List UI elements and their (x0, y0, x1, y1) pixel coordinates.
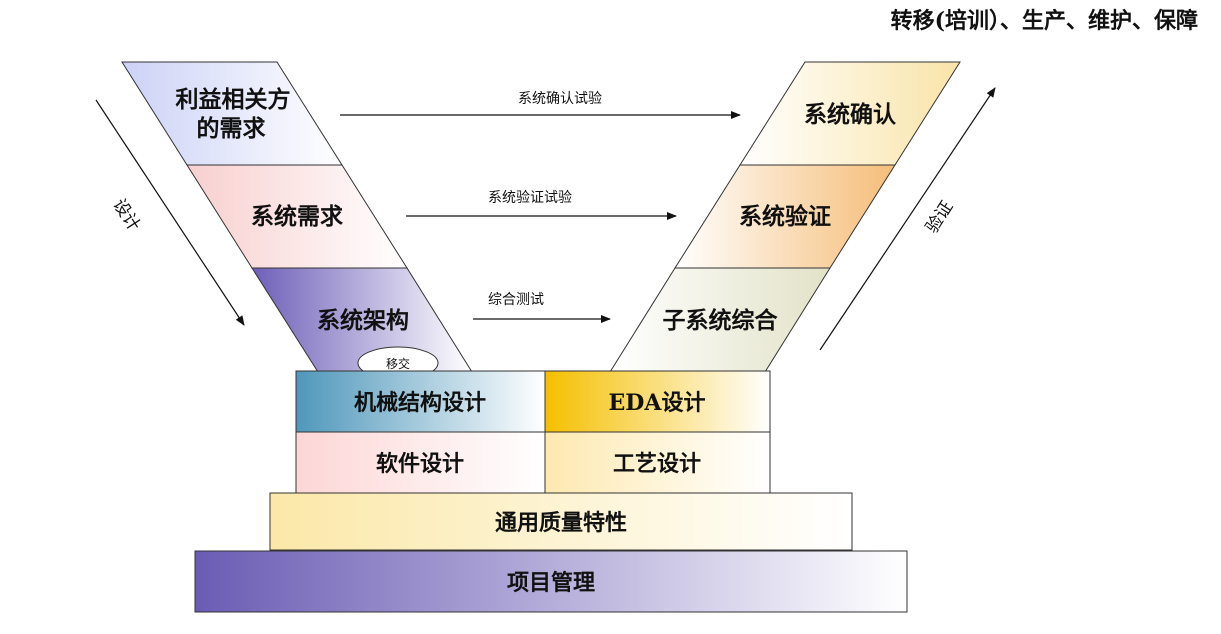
process-design-box (544, 431, 771, 494)
stakeholder-needs-box (121, 61, 343, 166)
system-requirements-label: 系统需求 (251, 203, 343, 230)
stakeholder-needs-line2: 的需求 (197, 115, 266, 142)
process-design-label: 工艺设计 (613, 451, 701, 477)
system-verification-label: 系统验证 (739, 203, 831, 230)
quality-characteristics-label: 通用质量特性 (495, 510, 627, 536)
verification-test-label: 系统验证试验 (488, 190, 572, 206)
verify-arrow-label: 验证 (922, 198, 957, 237)
project-management-label: 项目管理 (507, 570, 595, 596)
mechanical-design-box (295, 370, 546, 433)
project-management-box (194, 550, 908, 613)
validation-test-label: 系统确认试验 (518, 91, 602, 107)
quality-characteristics-box (269, 492, 853, 551)
system-architecture-label: 系统架构 (317, 307, 409, 334)
system-validation-label: 系统确认 (804, 101, 896, 128)
subsystem-integration-label: 子系统综合 (663, 307, 779, 334)
design-arrow-label: 设计 (109, 196, 144, 235)
integration-test-label: 综合测试 (488, 292, 544, 308)
mechanical-design-label: 机械结构设计 (354, 390, 486, 416)
design-arrow (95, 99, 245, 326)
eda-design-box (544, 370, 771, 433)
verify-arrow (819, 87, 996, 351)
lifecycle-label: 转移(培训）、生产、维护、保障 (891, 8, 1198, 34)
stakeholder-needs-line1: 利益相关方 (176, 86, 291, 113)
eda-design-label: EDA设计 (609, 390, 706, 416)
software-design-label: 软件设计 (376, 451, 464, 477)
handover-label: 移交 (386, 356, 410, 371)
